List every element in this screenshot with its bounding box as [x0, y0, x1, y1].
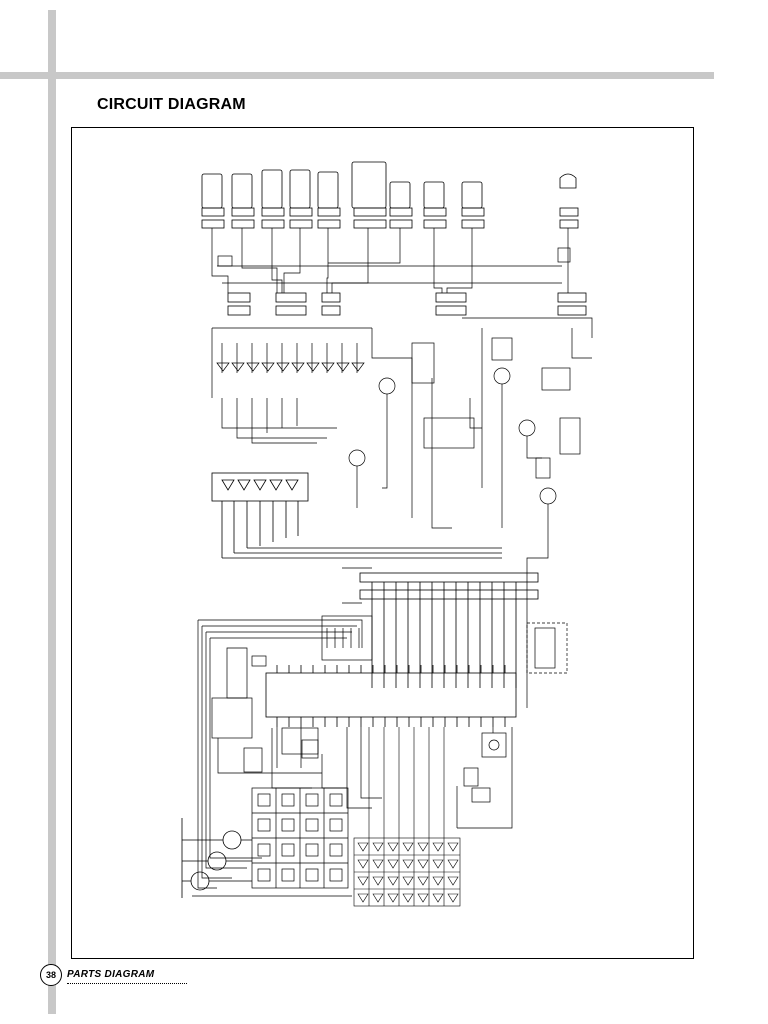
right-control-section [411, 317, 593, 708]
driver-ic [211, 472, 502, 559]
wiring-harness [211, 228, 571, 293]
margin-bar-vertical [48, 10, 56, 1014]
page-footer: 38 PARTS DIAGRAM [40, 964, 187, 986]
left-control-section [197, 615, 373, 889]
safety-box [526, 622, 568, 674]
lower-right-section [346, 727, 513, 829]
driver-section [211, 327, 413, 518]
top-connector-row [201, 161, 577, 209]
microcontroller [265, 665, 517, 727]
bottom-transistors [181, 818, 352, 898]
connector-bus [342, 567, 539, 688]
page-title: CIRCUIT DIAGRAM [97, 96, 246, 113]
section-label: PARTS DIAGRAM [67, 969, 155, 980]
led-matrix [353, 727, 461, 907]
button-matrix [251, 787, 349, 889]
terminal-blocks-lower [227, 292, 587, 316]
terminal-blocks-upper [201, 207, 579, 229]
circuit-schematic [181, 161, 593, 907]
header-bar-horizontal [0, 72, 714, 79]
page-number-badge: 38 [40, 964, 62, 986]
circuit-diagram-frame [71, 127, 694, 959]
footer-dotted-rule [67, 983, 187, 984]
